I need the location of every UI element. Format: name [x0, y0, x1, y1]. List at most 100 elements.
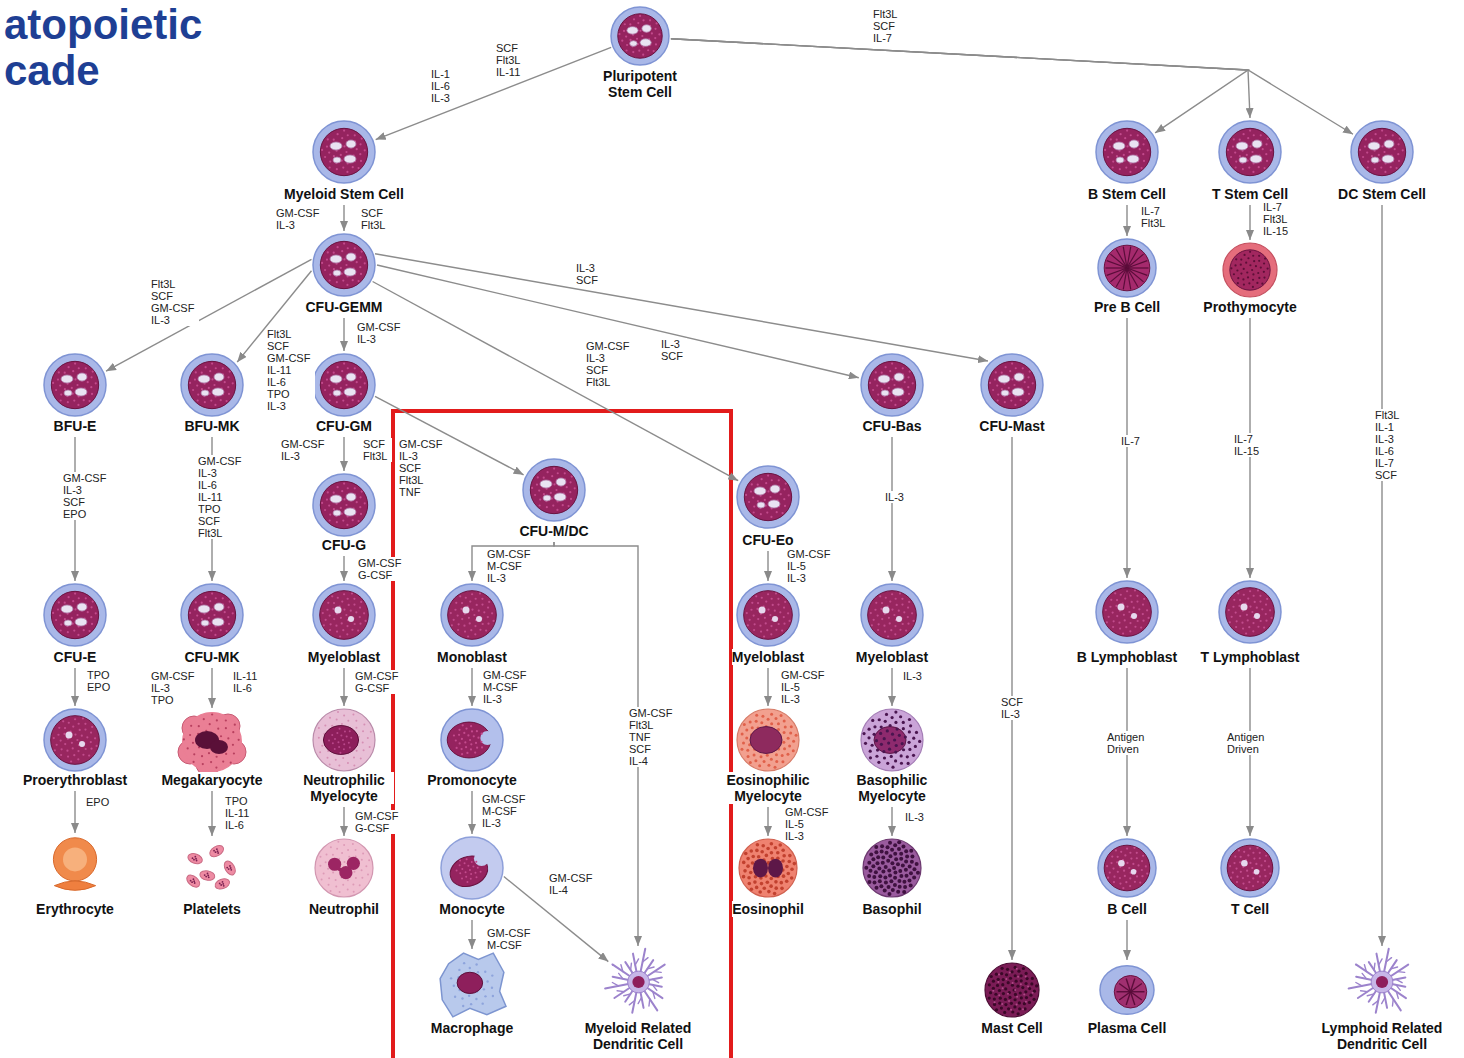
- granule: [211, 608, 213, 610]
- nucleolus: [61, 605, 73, 613]
- granule: [1004, 366, 1006, 368]
- cell-node: Monoblast: [417, 583, 527, 665]
- granule: [1125, 167, 1127, 169]
- granule: [492, 620, 494, 622]
- granule: [1242, 278, 1244, 280]
- granule: [341, 490, 343, 492]
- granule: [192, 761, 194, 763]
- granule: [354, 487, 356, 489]
- nucleolus: [1254, 613, 1260, 619]
- granule: [901, 864, 905, 868]
- granule: [339, 728, 341, 730]
- cell-node: CFU-Mast: [952, 353, 1072, 434]
- granule: [1124, 854, 1126, 856]
- granule: [330, 846, 332, 848]
- granule: [881, 870, 885, 874]
- cytoplasm: [1221, 839, 1279, 897]
- granule: [85, 748, 87, 750]
- granule: [324, 156, 326, 158]
- granule: [360, 601, 362, 603]
- cell-name: Myeloid Stem Cell: [284, 186, 404, 202]
- granule: [337, 711, 339, 713]
- granule: [1015, 367, 1017, 369]
- cell-name: CFU-Eo: [742, 532, 793, 548]
- nucleolus: [998, 375, 1010, 383]
- granule: [1114, 592, 1116, 594]
- granule: [342, 167, 344, 169]
- granule: [319, 751, 321, 753]
- granule: [77, 750, 79, 752]
- granule: [348, 856, 350, 858]
- nucleus: [868, 591, 917, 640]
- granule: [916, 871, 920, 875]
- cell-picture: [152, 583, 272, 649]
- granule: [1236, 881, 1238, 883]
- granule: [95, 382, 97, 384]
- granule: [353, 764, 355, 766]
- granule: [467, 635, 469, 637]
- granule: [907, 741, 910, 744]
- granule: [750, 887, 754, 891]
- granule: [458, 729, 460, 731]
- cell-name: BFU-MK: [184, 418, 239, 434]
- granule: [901, 844, 905, 848]
- granule: [57, 378, 59, 380]
- granule: [755, 886, 759, 890]
- granule: [905, 629, 907, 631]
- differentiation-arrow: [343, 807, 344, 836]
- granule: [73, 754, 75, 756]
- granule: [346, 404, 348, 406]
- granule: [770, 722, 773, 725]
- granule: [779, 611, 781, 613]
- nucleolus: [1252, 140, 1262, 148]
- granule: [783, 488, 785, 490]
- granule: [329, 399, 331, 401]
- granule: [774, 766, 777, 769]
- granule: [211, 593, 213, 595]
- granule: [777, 722, 780, 725]
- cell-picture: [1190, 580, 1310, 649]
- granule: [1123, 870, 1125, 872]
- granule: [871, 744, 874, 747]
- granule: [1265, 620, 1267, 622]
- granule: [87, 611, 89, 613]
- granule: [886, 859, 890, 863]
- granule: [912, 867, 916, 871]
- granule: [230, 762, 232, 764]
- cell-name: Eosinophilic Myelocyte: [718, 772, 818, 804]
- granule: [474, 625, 476, 627]
- granule: [364, 149, 366, 151]
- granule: [880, 743, 883, 746]
- granule: [213, 614, 215, 616]
- granule: [343, 258, 345, 260]
- granule: [336, 521, 338, 523]
- granule: [1251, 151, 1253, 153]
- granule: [1229, 621, 1231, 623]
- granule: [232, 382, 234, 384]
- granule: [1252, 877, 1254, 879]
- granule: [225, 719, 227, 721]
- granule: [331, 734, 333, 736]
- granule: [224, 381, 226, 383]
- granule: [767, 490, 769, 492]
- granule: [59, 615, 61, 617]
- granule: [1120, 851, 1122, 853]
- granule: [336, 719, 338, 721]
- granule: [1264, 257, 1266, 259]
- differentiation-arrow: [471, 791, 472, 834]
- granule: [884, 631, 886, 633]
- granule: [336, 246, 338, 248]
- granule: [1232, 871, 1234, 873]
- granule: [757, 618, 759, 620]
- nucleolus: [330, 142, 342, 150]
- granule: [335, 759, 337, 761]
- granule: [350, 737, 352, 739]
- granule: [1265, 613, 1267, 615]
- nucleus: [874, 727, 906, 754]
- granule: [883, 889, 887, 893]
- granule: [193, 880, 195, 882]
- nucleus: [51, 591, 98, 638]
- granule: [349, 746, 351, 748]
- granule: [767, 890, 771, 894]
- granule: [321, 149, 323, 151]
